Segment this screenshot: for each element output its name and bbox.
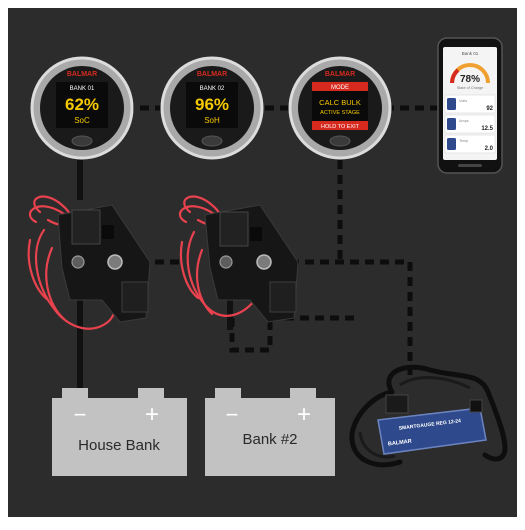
battery-label: House Bank <box>78 437 160 454</box>
shunt-terminal <box>102 225 114 239</box>
battery-body <box>205 398 335 476</box>
phone-row-label: Amps <box>459 119 469 123</box>
battery-terminal-left <box>215 388 241 400</box>
phone-soc-arc-low <box>450 68 460 84</box>
shunt-block <box>219 211 249 247</box>
gauge-line-1: CALC BULK <box>319 98 361 107</box>
gauge-1: BALMAR BANK 01 62% SoC <box>30 56 134 160</box>
shunt-bolt <box>256 254 272 270</box>
gauge-button[interactable] <box>71 135 93 147</box>
gauge-header: BANK 01 <box>70 86 95 92</box>
gauge-label: SoC <box>74 116 90 125</box>
red-sense-wire-icon <box>178 195 259 317</box>
phone-row-label: Temp <box>459 139 468 143</box>
phone-title: Bank 01 <box>462 51 479 56</box>
battery-house-bank: − + House Bank <box>52 388 187 476</box>
shunt-bolt <box>107 254 123 270</box>
phone-row-value: 92 <box>486 106 493 112</box>
gauge-3: BALMAR MODE CALC BULK ACTIVE STAGE HOLD … <box>288 56 392 160</box>
gauge-label: SoH <box>204 116 220 125</box>
phone-subtitle: State of Charge <box>457 86 484 90</box>
network-cable-bank2 <box>229 318 273 353</box>
phone-row-value: 12.5 <box>481 126 493 132</box>
gauge-screen <box>186 82 238 128</box>
phone-percent: 78% <box>460 74 480 85</box>
battery-terminal-left <box>62 388 88 400</box>
battery-minus-sign: − <box>226 402 239 427</box>
phone-row-label: Volts <box>459 99 467 103</box>
gauge-brand: BALMAR <box>197 71 227 78</box>
smartphone: Bank 01 78% State of Charge Volts 92 Amp… <box>437 37 503 174</box>
gauge-header: MODE <box>331 85 349 91</box>
battery-bank-2: − + Bank #2 <box>205 388 335 476</box>
module-plug <box>469 399 483 413</box>
battery-plus-sign: + <box>297 401 311 428</box>
gauge-footer-bar <box>312 121 368 130</box>
battery-minus-sign: − <box>74 402 87 427</box>
battery-label: Bank #2 <box>242 431 297 448</box>
module-harness-inner <box>358 376 471 459</box>
shunt-1 <box>27 195 151 330</box>
phone-row[interactable]: Temp 2.0 <box>444 134 496 154</box>
shunt-2 <box>178 195 299 323</box>
red-sense-wire-icon <box>27 195 120 330</box>
battery-terminal-right <box>138 388 164 400</box>
module-brand: BALMAR <box>388 439 412 448</box>
battery-plus-sign: + <box>145 401 159 428</box>
module-connector <box>385 394 409 414</box>
gauge-brand: BALMAR <box>67 71 97 78</box>
battery-terminal-right <box>290 388 316 400</box>
shunt-bolt <box>71 255 85 269</box>
shunt-tab <box>269 281 297 313</box>
phone-row[interactable]: Volts 92 <box>444 94 496 114</box>
shunt-bolt <box>219 255 233 269</box>
module-harness <box>349 364 508 468</box>
gauge-button[interactable] <box>201 135 223 147</box>
gauge-value: 96% <box>195 95 229 114</box>
shunt-tab <box>121 281 149 313</box>
gauge-mode-bar <box>312 82 368 91</box>
phone-row-icon <box>447 98 456 110</box>
module-body <box>377 407 487 455</box>
regulator-module: SMARTGAUGE REG 12-24 BALMAR <box>349 364 508 468</box>
shunt-terminal <box>250 227 262 241</box>
gauge-value: 62% <box>65 95 99 114</box>
gauge-header: BANK 02 <box>200 86 225 92</box>
gauge-line-2: ACTIVE STAGE <box>320 110 360 116</box>
phone-row-value: 2.0 <box>485 146 494 152</box>
phone-home-bar <box>458 164 482 167</box>
gauge-button[interactable] <box>329 135 351 147</box>
gauge-2: BALMAR BANK 02 96% SoH <box>160 56 264 160</box>
gauge-brand: BALMAR <box>325 71 355 78</box>
shunt-block <box>71 209 101 245</box>
gauge-footer: HOLD TO EXIT <box>321 124 360 130</box>
phone-row-icon <box>447 118 456 130</box>
battery-body <box>52 398 187 476</box>
gauge-screen <box>56 82 108 128</box>
phone-row[interactable]: Amps 12.5 <box>444 114 496 134</box>
phone-row-icon <box>447 138 456 150</box>
